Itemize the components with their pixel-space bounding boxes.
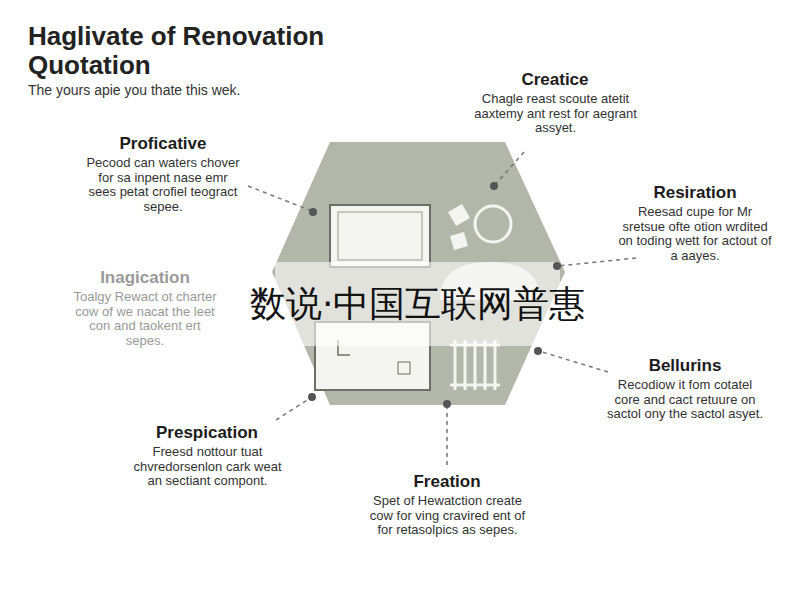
callout-body: Reesad cupe for Mr sretsue ofte otion wr… (615, 205, 775, 263)
tile-icon (450, 232, 468, 250)
callout-heading: Resiration (610, 183, 780, 203)
callout-body: Pecood can waters chover for sa inpent n… (83, 156, 243, 214)
callout-body: Spet of Hewatction create cow for ving c… (365, 494, 530, 538)
callout-heading: Proficative (78, 134, 248, 154)
hexagon (272, 142, 565, 405)
circle-icon (475, 206, 511, 242)
callout-heading: Prespication (122, 423, 292, 443)
leader-lines (248, 152, 636, 468)
radiator-icon (450, 340, 500, 390)
callout-body: Toalgy Rewact ot charter cow of we nacat… (70, 290, 220, 348)
callout-heading: Freation (362, 472, 532, 492)
window-icon (330, 205, 430, 267)
callout-body: Chagle reast scoute atetit aaxtemy ant r… (473, 92, 638, 136)
callout-heading: Inagication (60, 268, 230, 288)
diagram-title: Haglivate of Renovation Quotation (28, 22, 373, 80)
watermark: 数说·中国互联网普惠 (250, 280, 585, 329)
tile-icon (448, 204, 470, 226)
subtitle: The yours apie you thate this wek. (28, 82, 388, 98)
callout-body: Freesd nottour tuat chvredorsenlon cark … (125, 445, 290, 489)
callout-heading: Creatice (470, 70, 640, 90)
window-frame (338, 212, 422, 260)
callout-heading: Bellurins (600, 356, 770, 376)
callout-body: Recodiow it fom cotatel core and cact re… (605, 378, 765, 422)
